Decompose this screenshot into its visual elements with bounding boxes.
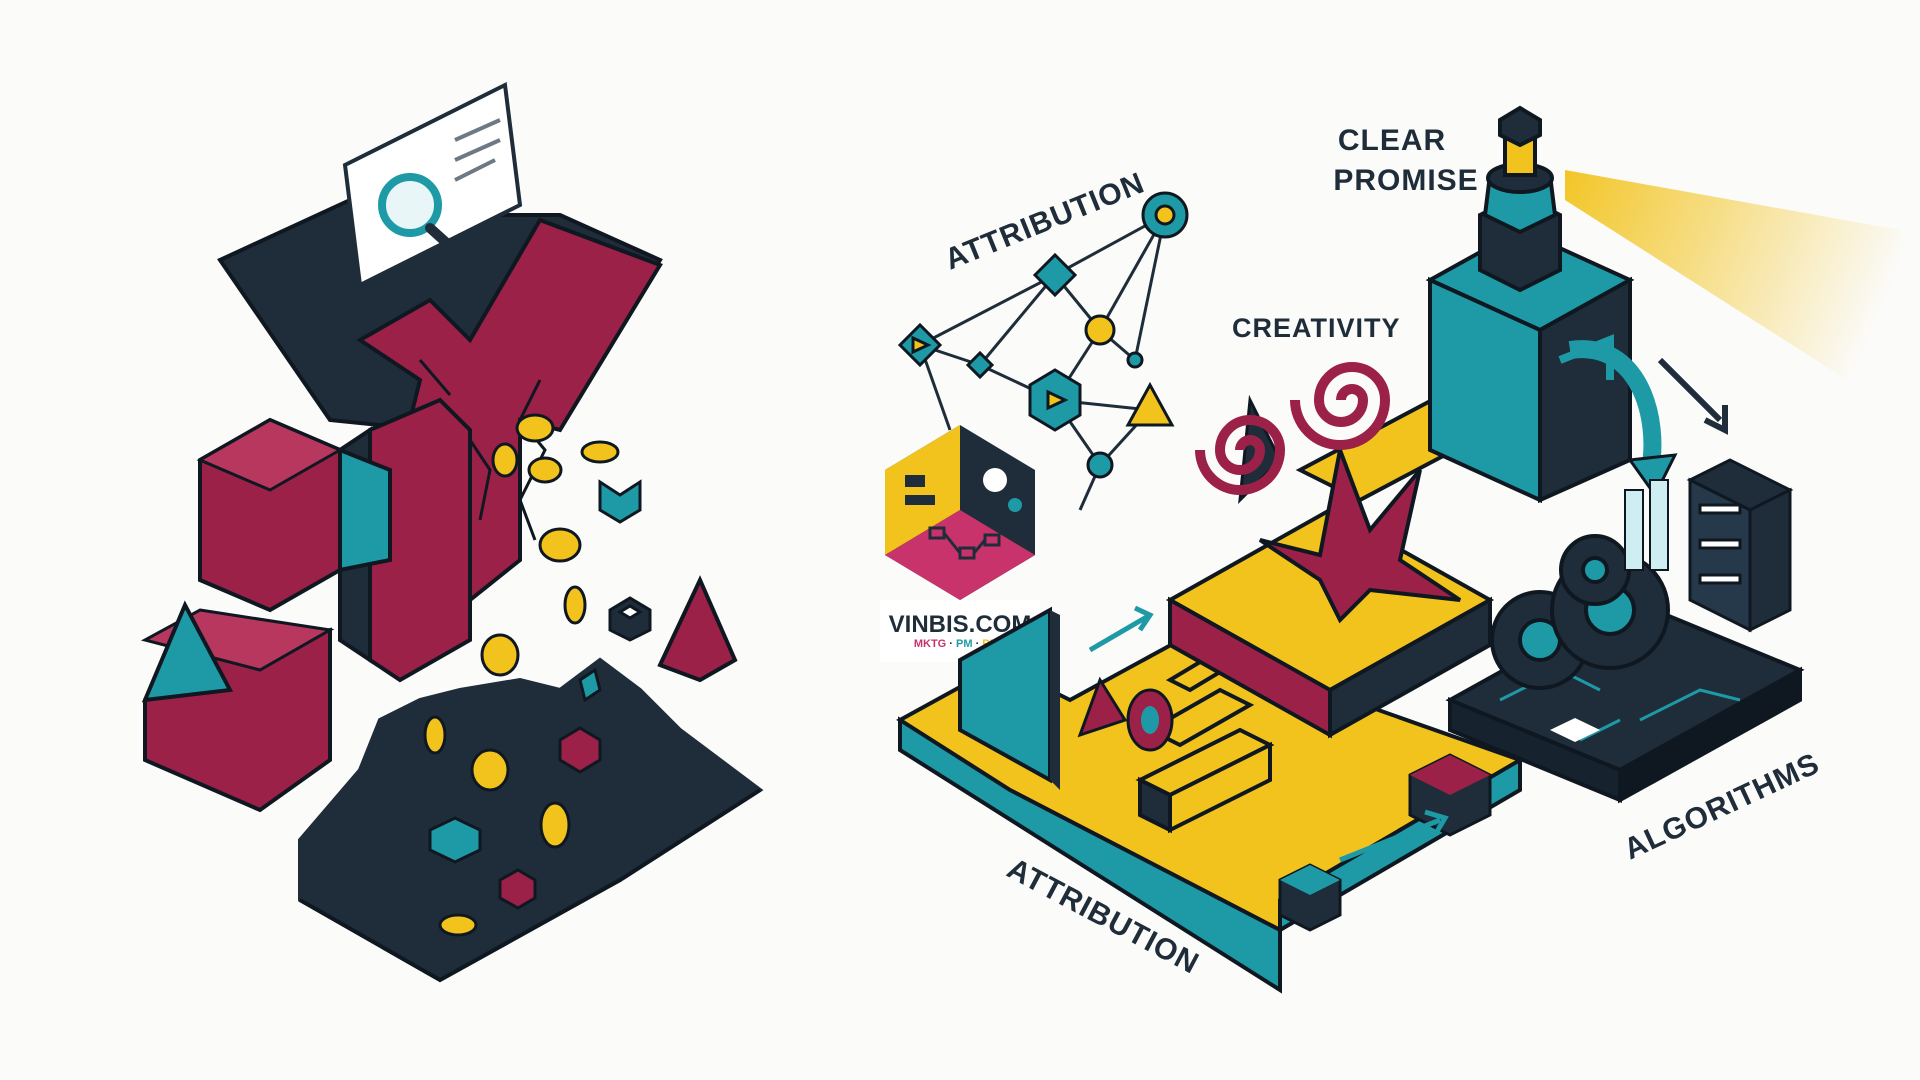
teal-pyramid-left	[141, 600, 234, 703]
attribution-network	[897, 191, 1189, 511]
search-document-card	[342, 81, 523, 289]
server-stack	[1686, 458, 1794, 633]
broken-funnel-scene	[140, 81, 764, 983]
pit-rim	[299, 788, 762, 983]
brand-tag-pm: PM	[956, 638, 973, 650]
creativity-swirls	[1195, 362, 1391, 495]
gear-icons	[1490, 534, 1670, 690]
crack-lines	[418, 359, 547, 541]
marketing-pathway-scene	[896, 105, 1910, 994]
lighthouse	[1478, 105, 1562, 293]
crimson-pyramid	[657, 575, 738, 683]
light-beam	[1565, 170, 1910, 420]
label-creativity: CREATIVITY	[1232, 313, 1401, 343]
label-clear-promise-line2: PROMISE	[1333, 164, 1478, 197]
vinbis-logo: VINBIS.COM MKTG · PM · PMP	[880, 425, 1040, 662]
label-clear-promise-line1: CLEAR	[1338, 124, 1446, 157]
falling-coins	[423, 413, 620, 937]
magnifier-icon	[378, 173, 442, 237]
gems	[428, 479, 652, 910]
brand-tag-mktg: MKTG	[914, 638, 946, 650]
label-attribution-top: ATTRIBUTION	[940, 166, 1149, 276]
creativity-star	[1258, 442, 1462, 624]
